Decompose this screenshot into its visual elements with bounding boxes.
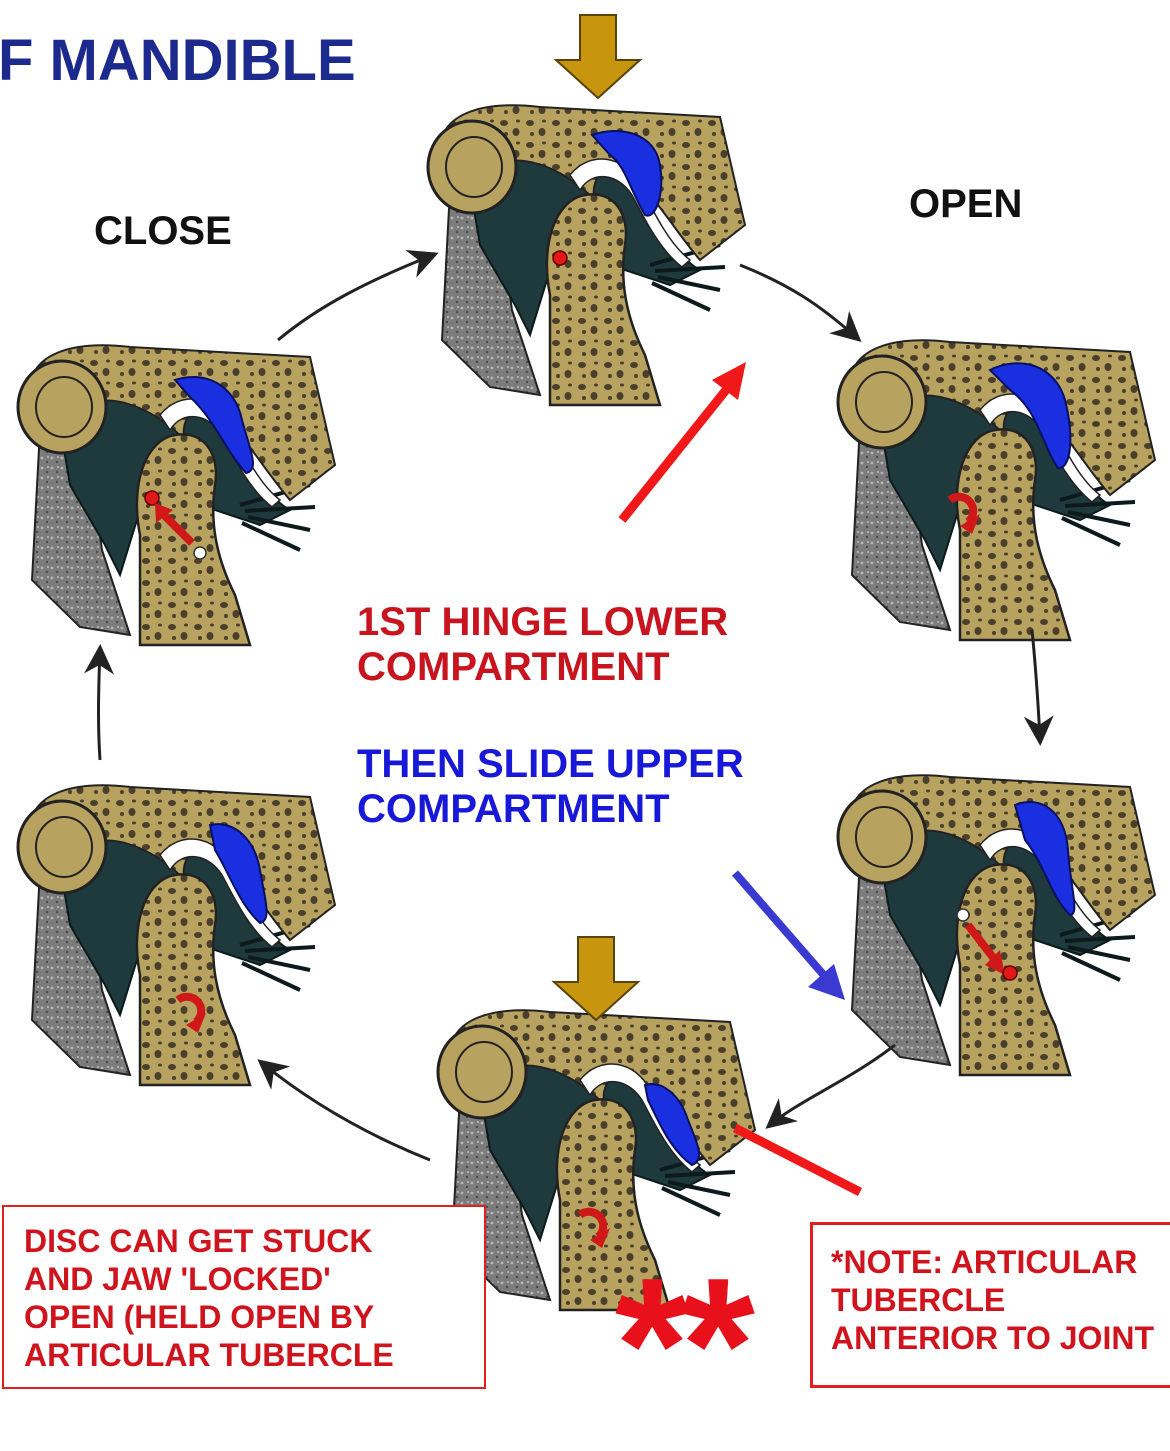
joint-stage-open-hinge <box>838 340 1155 640</box>
note-line: OPEN (HELD OPEN BY <box>24 1298 394 1336</box>
page-title: F MANDIBLE <box>0 28 356 94</box>
joint-stage-open-slide <box>838 775 1155 1075</box>
slide-caption-line: THEN SLIDE UPPER <box>357 742 744 787</box>
tubercle-pointer-line <box>735 1128 860 1192</box>
hinge-caption-line: 1ST HINGE LOWER <box>357 600 728 645</box>
joint-stage-closed <box>428 105 745 405</box>
asterisk-marks: ** <box>615 1250 747 1440</box>
note-line: ANTERIOR TO JOINT <box>831 1319 1154 1357</box>
slide-direction-arrow-icon <box>735 873 845 1000</box>
joint-stage-closing-hinge <box>18 345 335 645</box>
note-line: DISC CAN GET STUCK <box>24 1222 394 1260</box>
joint-stage-closing-slide <box>18 785 335 1085</box>
tubercle-note: *NOTE: ARTICULAR TUBERCLE ANTERIOR TO JO… <box>810 1222 1170 1388</box>
note-line: *NOTE: ARTICULAR <box>831 1243 1154 1281</box>
note-line: AND JAW 'LOCKED' <box>24 1260 394 1298</box>
note-line: TUBERCLE <box>831 1281 1154 1319</box>
note-line: ARTICULAR TUBERCLE <box>24 1336 394 1374</box>
locked-jaw-note: DISC CAN GET STUCK AND JAW 'LOCKED' OPEN… <box>2 1205 486 1389</box>
force-down-arrow-icon-bottom <box>554 937 638 1020</box>
hinge-caption: 1ST HINGE LOWER COMPARTMENT <box>357 600 728 690</box>
open-label: OPEN <box>909 182 1022 227</box>
slide-caption: THEN SLIDE UPPER COMPARTMENT <box>357 742 744 832</box>
slide-caption-line: COMPARTMENT <box>357 787 744 832</box>
force-down-arrow-icon-top <box>556 15 640 98</box>
close-label: CLOSE <box>94 209 232 254</box>
hinge-caption-line: COMPARTMENT <box>357 645 728 690</box>
